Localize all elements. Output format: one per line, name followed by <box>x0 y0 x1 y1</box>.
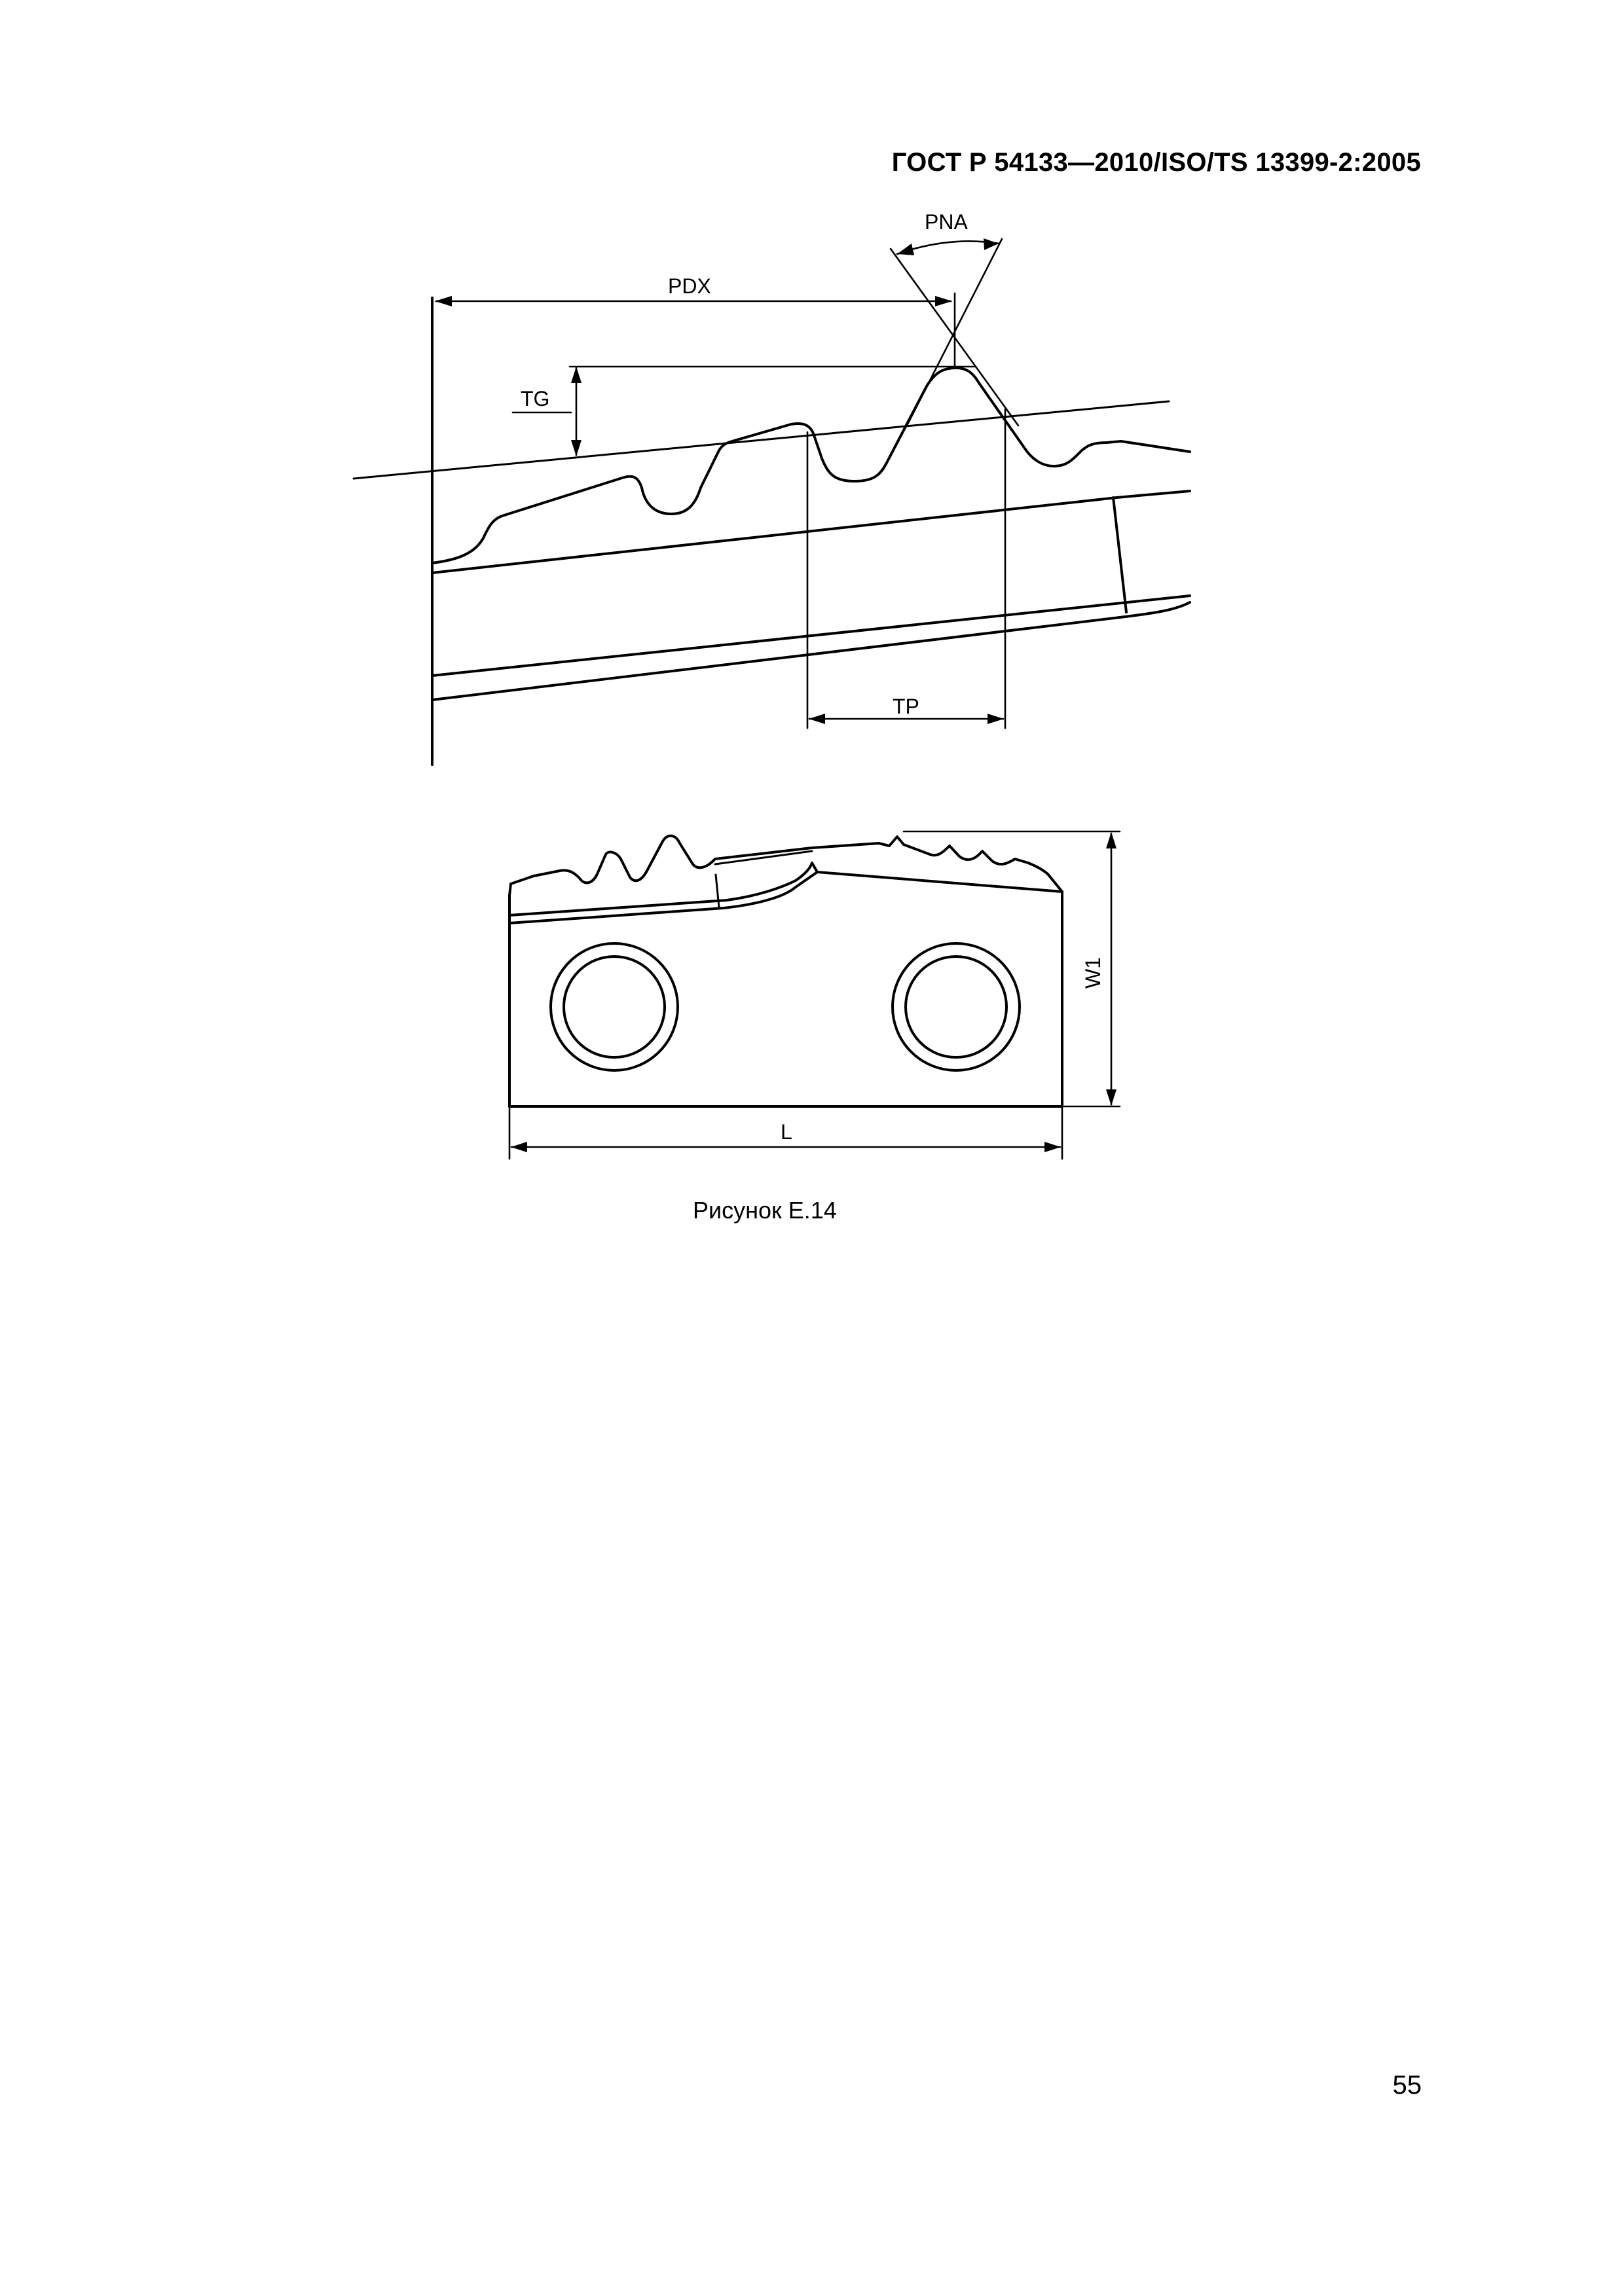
seat-line-upper <box>431 594 1191 677</box>
w1-arrow-bottom <box>1106 1089 1116 1106</box>
l-label: L <box>781 1120 792 1144</box>
pna-arrow-left <box>897 244 914 255</box>
mounting-hole-right-outer <box>891 942 1021 1072</box>
insert-top-divider <box>714 850 813 866</box>
tg-label: TG <box>521 387 549 410</box>
l-arrow-right <box>1044 1142 1061 1152</box>
insert-edge-line <box>431 496 1118 574</box>
chip-groove-line <box>508 862 819 917</box>
pdx-arrow-right <box>935 296 952 306</box>
tp-label: TP <box>893 695 919 718</box>
standard-header: ГОСТ Р 54133—2010/ISO/TS 13399-2:2005 <box>891 148 1421 177</box>
insert-side-line <box>1115 490 1191 499</box>
tg-arrow-top <box>571 367 581 383</box>
insert-body-outline <box>508 871 1063 1108</box>
pitch-line <box>352 400 1170 480</box>
figure-caption: Рисунок E.14 <box>693 1197 837 1224</box>
w1-arrow-top <box>1106 832 1116 848</box>
tp-arrow-right <box>987 714 1004 724</box>
page-number: 55 <box>1392 2071 1422 2100</box>
pdx-label: PDX <box>668 274 711 298</box>
mounting-hole-left-outer <box>549 942 679 1072</box>
tg-arrow-bottom <box>571 440 581 456</box>
mounting-hole-right-inner <box>904 955 1008 1059</box>
insert-top-teeth <box>508 834 1063 897</box>
thread-profile-figure: PNA PDX TG TP <box>352 210 1191 766</box>
insert-overview-figure: W1 L <box>508 830 1121 1160</box>
pna-label: PNA <box>925 210 968 234</box>
l-arrow-left <box>511 1142 527 1152</box>
insert-end-line <box>1112 496 1128 613</box>
w1-label: W1 <box>1081 957 1105 989</box>
pna-arrow-right <box>984 238 999 250</box>
mounting-hole-left-inner <box>563 955 666 1059</box>
pdx-arrow-left <box>435 296 452 306</box>
thread-profile-outline <box>431 367 1191 564</box>
chip-groove-lower <box>508 871 819 924</box>
tp-arrow-left <box>809 714 825 724</box>
seat-line-lower <box>431 601 1191 701</box>
chip-groove-divider <box>714 873 720 909</box>
